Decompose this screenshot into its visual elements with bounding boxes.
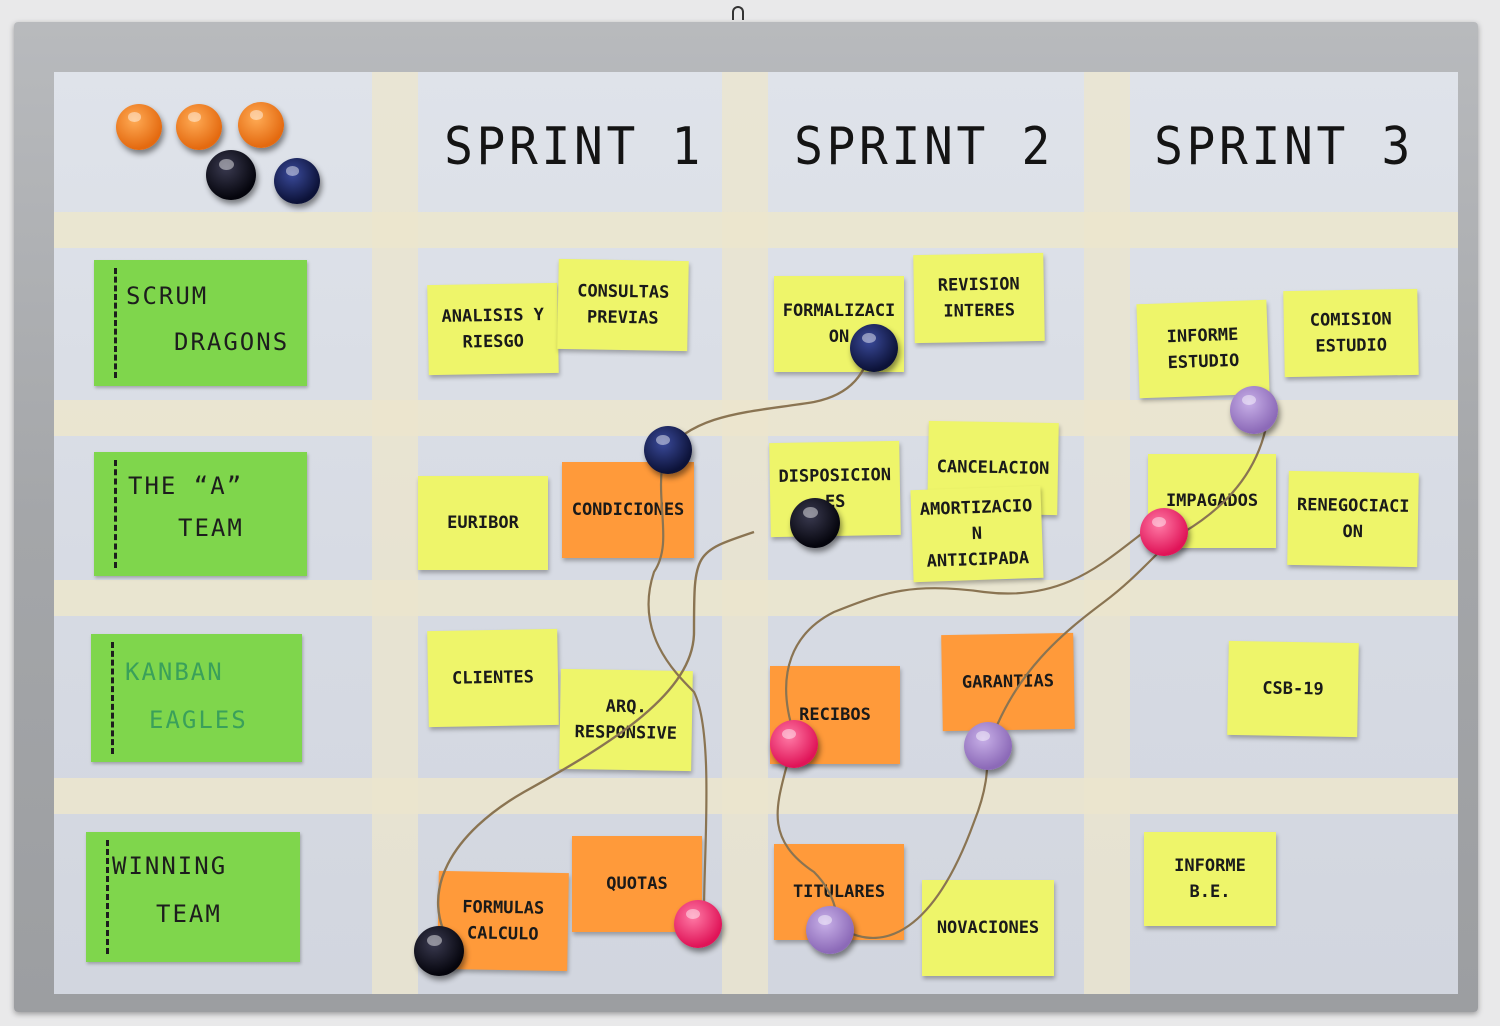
orange-magnet <box>116 104 162 150</box>
team-line-1: WINNING <box>112 852 228 880</box>
sprint-1-header: SPRINT 1 <box>444 117 704 177</box>
team-line-2: TEAM <box>178 514 244 542</box>
sticky-note: CSB-19 <box>1227 640 1359 738</box>
sticky-note: GARANTIAS <box>941 632 1075 732</box>
sticky-note: CONDICIONES <box>562 462 694 558</box>
sticky-note: COMISION ESTUDIO <box>1283 288 1419 378</box>
team-line-2: TEAM <box>156 900 222 928</box>
black-magnet <box>206 150 256 200</box>
pink-magnet <box>1140 508 1188 556</box>
sticky-note: ANALISIS Y RIESGO <box>427 282 559 376</box>
orange-magnet <box>238 102 284 148</box>
sticky-note: INFORME B.E. <box>1144 832 1276 926</box>
whiteboard-frame: SPRINT 1 SPRINT 2 SPRINT 3 SCRUM DRAGONS… <box>14 22 1478 1012</box>
team-kanban-eagles: KANBAN EAGLES <box>91 634 302 762</box>
orange-magnet <box>176 104 222 150</box>
tape-col-3 <box>1084 72 1130 994</box>
sticky-note: CLIENTES <box>427 628 559 728</box>
pink-magnet <box>674 900 722 948</box>
sticky-note: NOVACIONES <box>922 880 1054 976</box>
sticky-note: CONSULTAS PREVIAS <box>557 258 689 352</box>
team-line-1: KANBAN <box>125 658 224 686</box>
team-line-1: SCRUM <box>126 282 209 310</box>
sprint-3-header: SPRINT 3 <box>1154 117 1414 177</box>
violet-magnet <box>964 722 1012 770</box>
team-the-a-team: THE “A” TEAM <box>94 452 307 576</box>
navy-magnet <box>850 324 898 372</box>
sticky-note: EURIBOR <box>418 476 548 570</box>
black-magnet <box>790 498 840 548</box>
black-magnet <box>414 926 464 976</box>
team-scrum-dragons: SCRUM DRAGONS <box>94 260 307 386</box>
team-winning-team: WINNING TEAM <box>86 832 300 962</box>
navy-magnet <box>274 158 320 204</box>
team-line-2: DRAGONS <box>174 328 290 356</box>
team-line-1: THE “A” <box>128 472 244 500</box>
pink-magnet <box>770 720 818 768</box>
navy-magnet <box>644 426 692 474</box>
sticky-note: AMORTIZACION ANTICIPADA <box>910 485 1044 583</box>
sticky-note: ARQ. RESPONSIVE <box>559 668 693 772</box>
whiteboard: SPRINT 1 SPRINT 2 SPRINT 3 SCRUM DRAGONS… <box>54 72 1458 994</box>
team-line-2: EAGLES <box>149 706 248 734</box>
sticky-note: INFORME ESTUDIO <box>1136 299 1270 399</box>
hanging-hook <box>732 6 744 20</box>
tape-col-2 <box>722 72 768 994</box>
sprint-2-header: SPRINT 2 <box>794 117 1054 177</box>
sticky-note: RENEGOCIACION <box>1287 470 1419 568</box>
violet-magnet <box>1230 386 1278 434</box>
tape-col-1 <box>372 72 418 994</box>
violet-magnet <box>806 906 854 954</box>
sticky-note: REVISION INTERES <box>913 252 1045 344</box>
